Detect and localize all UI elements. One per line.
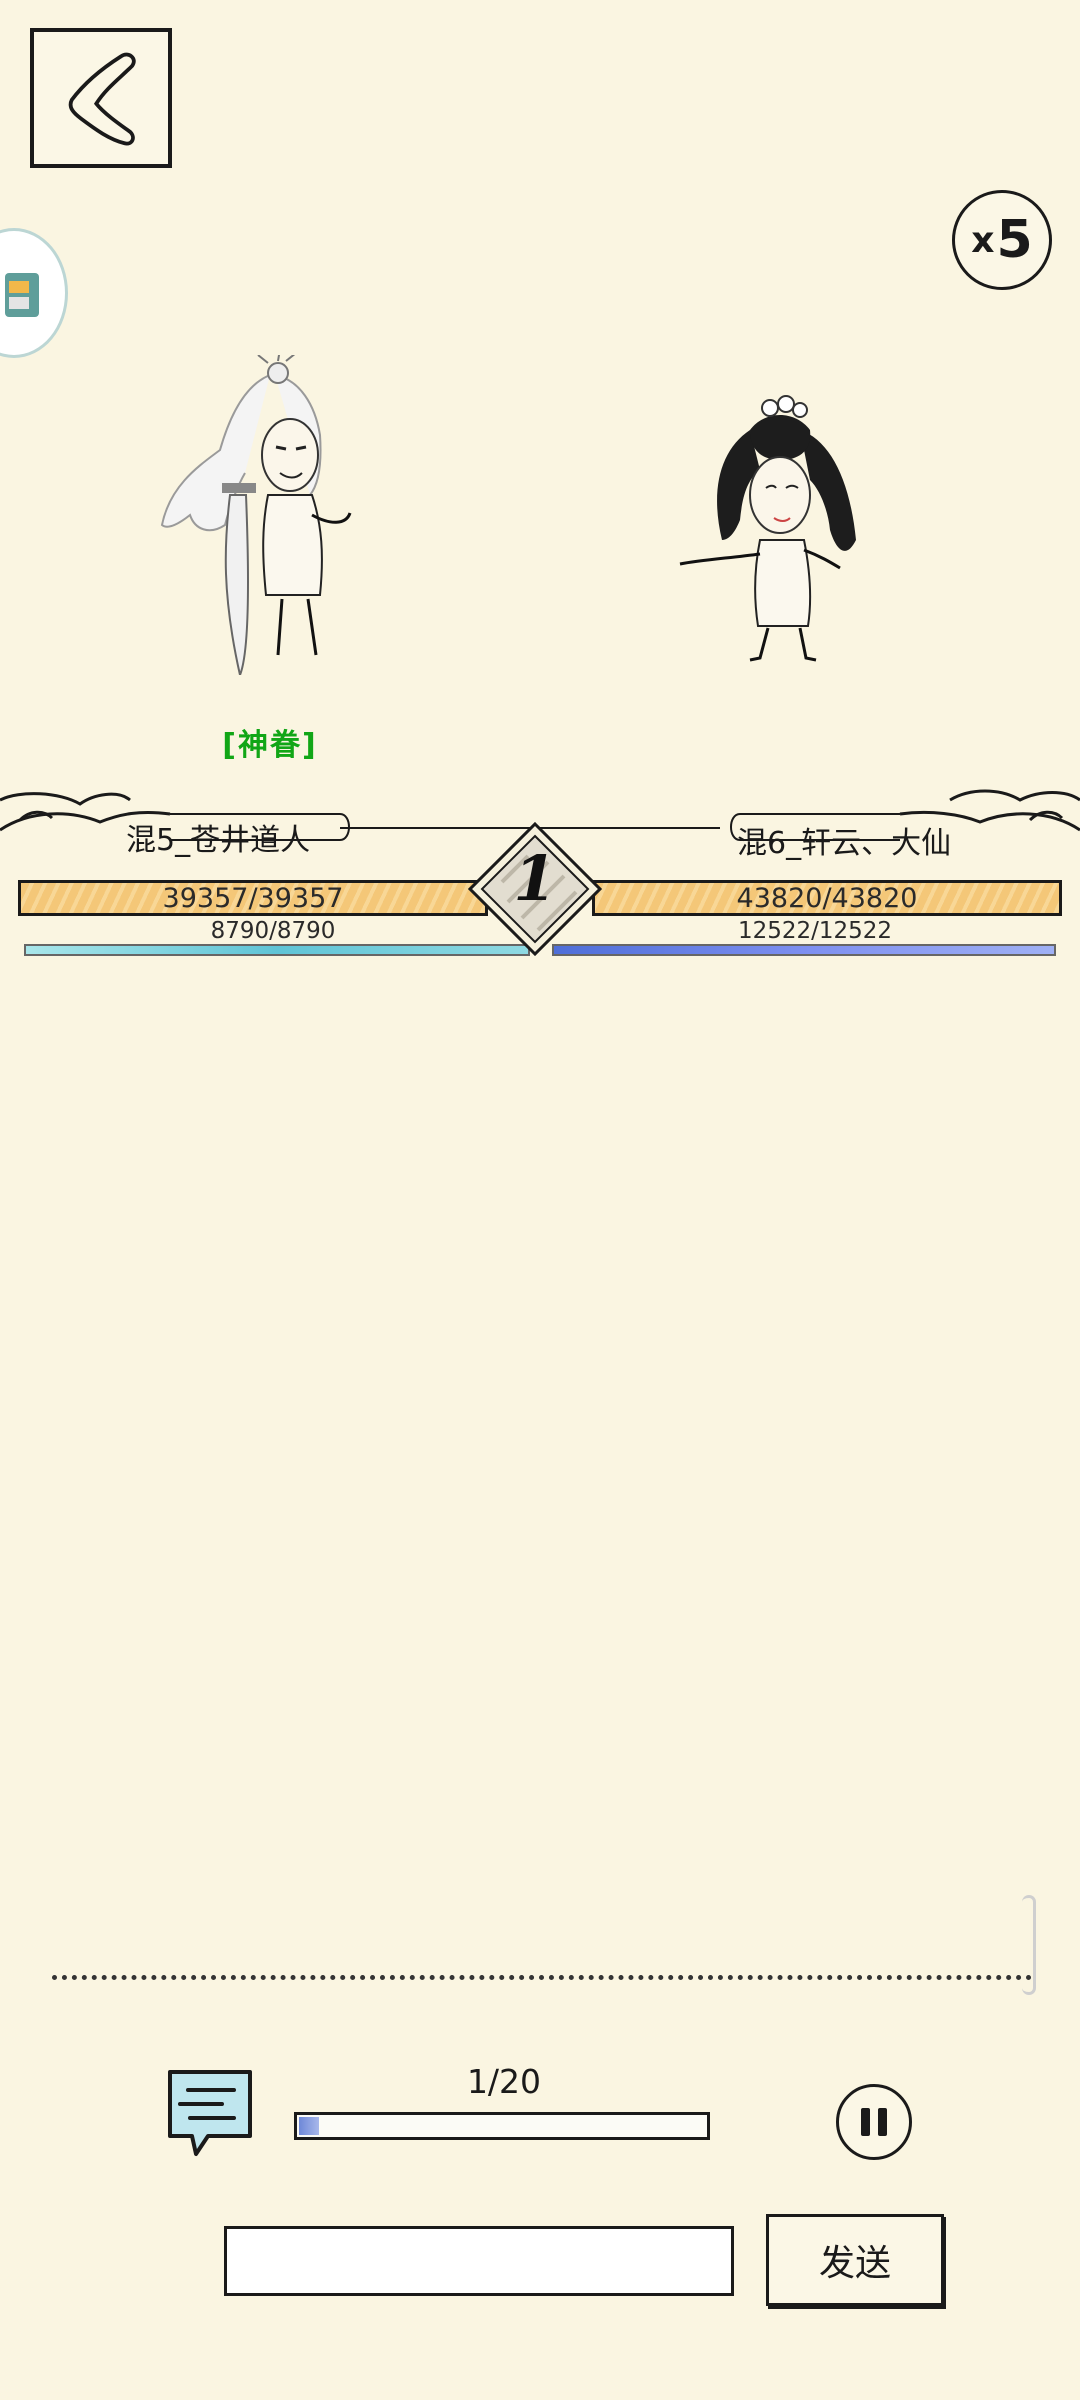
send-button[interactable]: 发送 [766,2214,944,2306]
left-hp-bar: 39357/39357 [18,880,488,916]
right-mp-value: 12522/12522 [737,918,893,944]
chat-log-icon[interactable] [164,2066,256,2160]
log-scroll-handle[interactable] [1022,1895,1036,1995]
battle-progress-fill [299,2117,320,2135]
assistant-icon [5,273,39,317]
left-fighter-name: 混5_苍井道人 [126,823,311,858]
pause-icon-bar [878,2108,887,2136]
right-mp-bar [552,944,1056,956]
speed-multiplier: 5 [996,210,1033,270]
right-fighter-sprite [679,395,856,662]
right-hp-bar: 43820/43820 [592,880,1062,916]
pause-button[interactable] [836,2084,912,2160]
floating-assistant[interactable] [0,228,68,358]
back-button[interactable] [30,28,172,168]
left-mp-value: 8790/8790 [210,918,336,944]
speed-prefix: x [971,219,995,261]
left-hp-value: 39357/39357 [162,882,344,914]
left-fighter-sprite [160,355,352,675]
right-hp-value: 43820/43820 [736,882,918,914]
battle-progress-label: 1/20 [466,2062,542,2101]
round-number: 1 [513,842,557,915]
pause-icon [861,2108,870,2136]
left-mp-bar [24,944,530,956]
chat-input[interactable] [224,2226,734,2296]
back-chevron-icon [68,52,136,146]
left-fighter-buff: [神眷] [222,728,318,763]
log-divider [52,1975,1032,1980]
battle-progress-track [294,2112,710,2140]
right-fighter-name: 混6_轩云、大仙 [737,826,952,861]
round-indicator-frame [468,822,602,956]
